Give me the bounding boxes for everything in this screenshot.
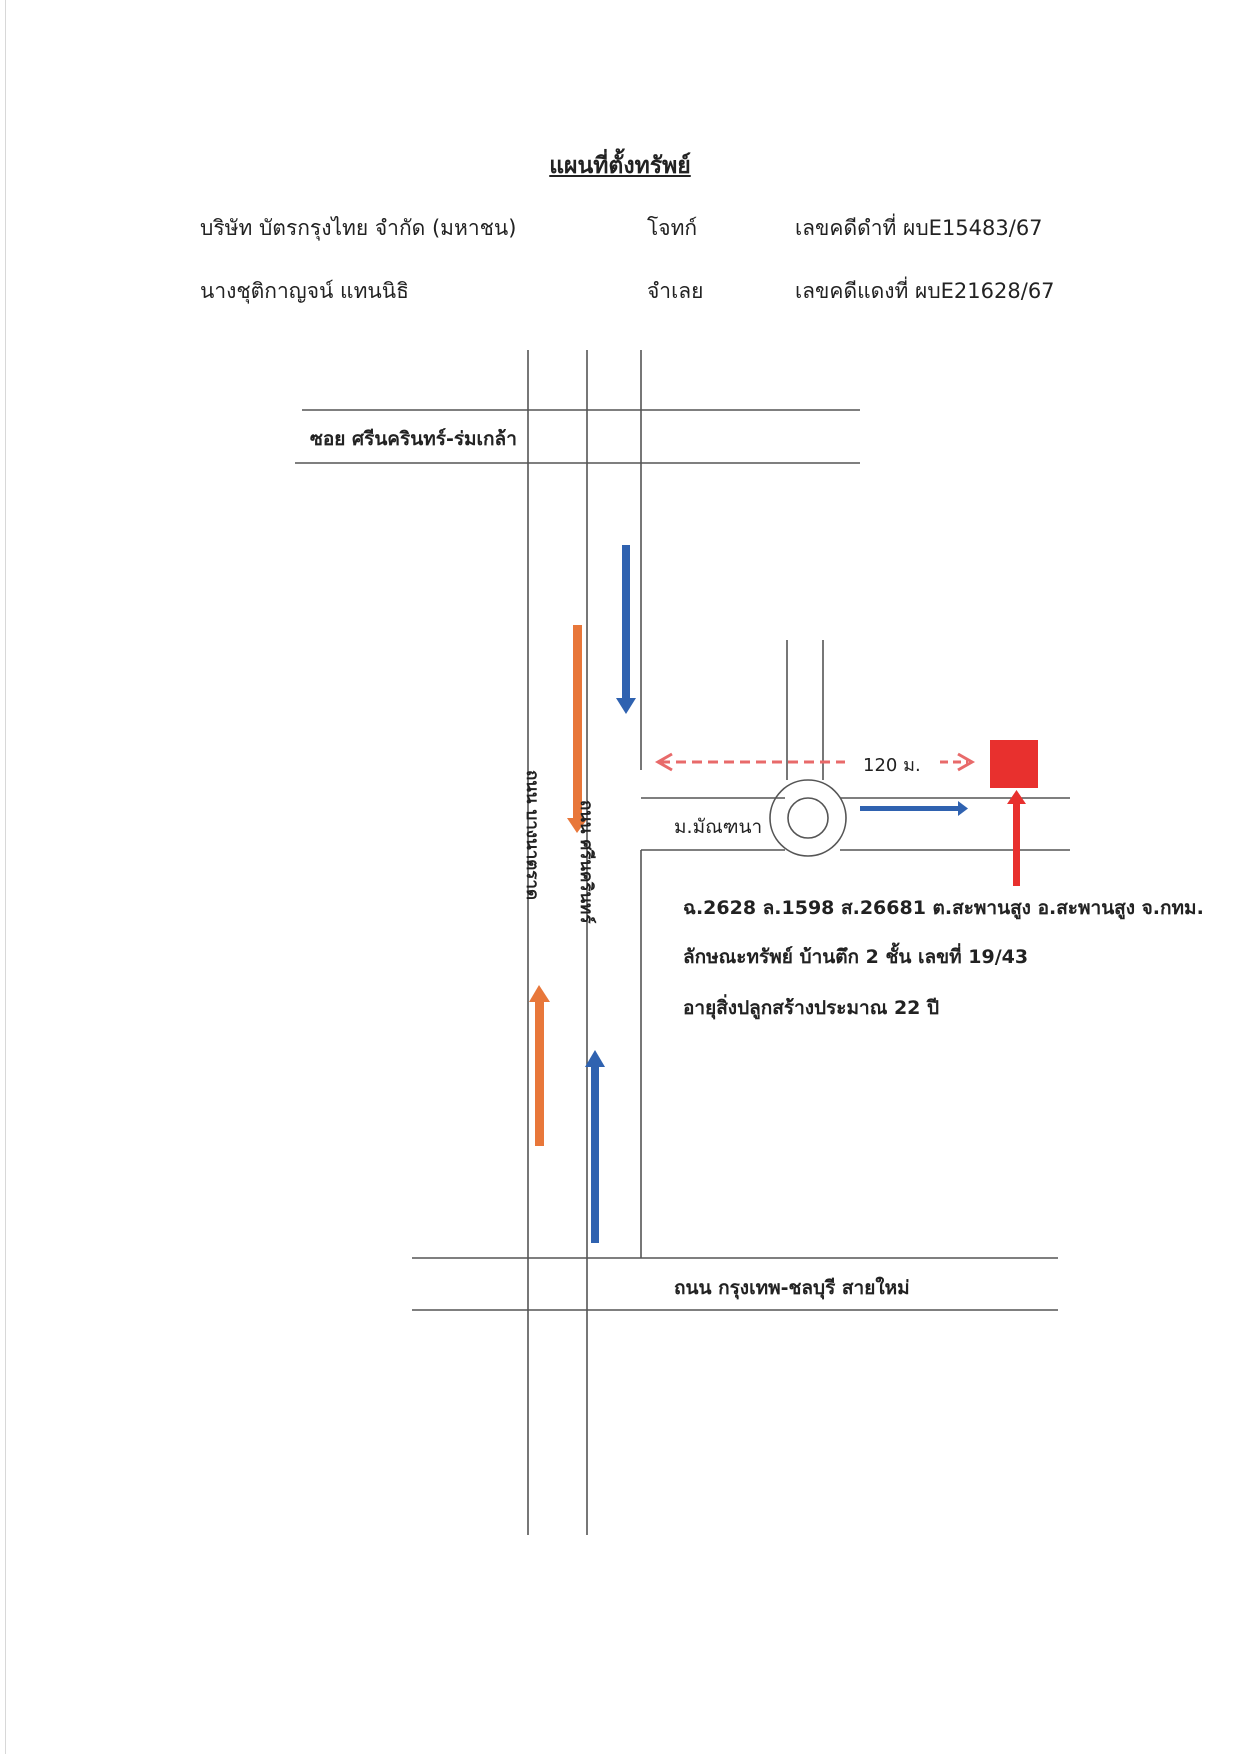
roundabout-outer <box>769 779 847 857</box>
road-vertical-left-label: ถนน บางนาตราด <box>522 770 542 901</box>
property-type-info: ลักษณะทรัพย์ บ้านตึก 2 ชั้น เลขที่ 19/43 <box>683 946 1029 968</box>
defendant-name: นางชุติกาญจน์ แทนนิธิ <box>200 279 409 303</box>
property-marker <box>990 740 1038 788</box>
distance-dashed-arrow <box>654 752 976 772</box>
defendant-role: จำเลย <box>647 279 704 303</box>
black-case-number: เลขคดีดำที่ ผบE15483/67 <box>795 216 1043 240</box>
page-edge <box>5 0 6 1754</box>
distance-label: 120 ม. <box>863 755 921 776</box>
property-age-info: อายุสิ่งปลูกสร้างประมาณ 22 ปี <box>683 997 940 1019</box>
red-arrow-up <box>1007 790 1026 886</box>
blue-arrow-up <box>585 1050 605 1243</box>
plaintiff-role: โจทก์ <box>647 216 698 240</box>
road-vertical-right-label: ถนน ศรีนครินทร์ <box>576 800 596 924</box>
property-deed-info: ฉ.2628 ล.1598 ส.26681 ต.สะพานสูง อ.สะพาน… <box>683 897 1204 919</box>
document-title: แผนที่ตั้งทรัพย์ <box>549 153 691 179</box>
plaintiff-name: บริษัท บัตรกรุงไทย จำกัด (มหาชน) <box>200 216 517 240</box>
road-top-label: ซอย ศรีนครินทร์-ร่มเกล้า <box>310 428 517 450</box>
road-bottom-label: ถนน กรุงเทพ-ชลบุรี สายใหม่ <box>674 1277 910 1299</box>
red-case-number: เลขคดีแดงที่ ผบE21628/67 <box>795 279 1055 303</box>
roundabout-inner <box>787 797 829 839</box>
orange-arrow-up <box>529 985 550 1146</box>
blue-arrow-right <box>860 801 968 816</box>
blue-arrow-down <box>616 545 636 714</box>
village-label: ม.มัณฑนา <box>674 816 763 838</box>
road-lines <box>295 350 1070 1535</box>
orange-arrow-down <box>567 625 588 833</box>
